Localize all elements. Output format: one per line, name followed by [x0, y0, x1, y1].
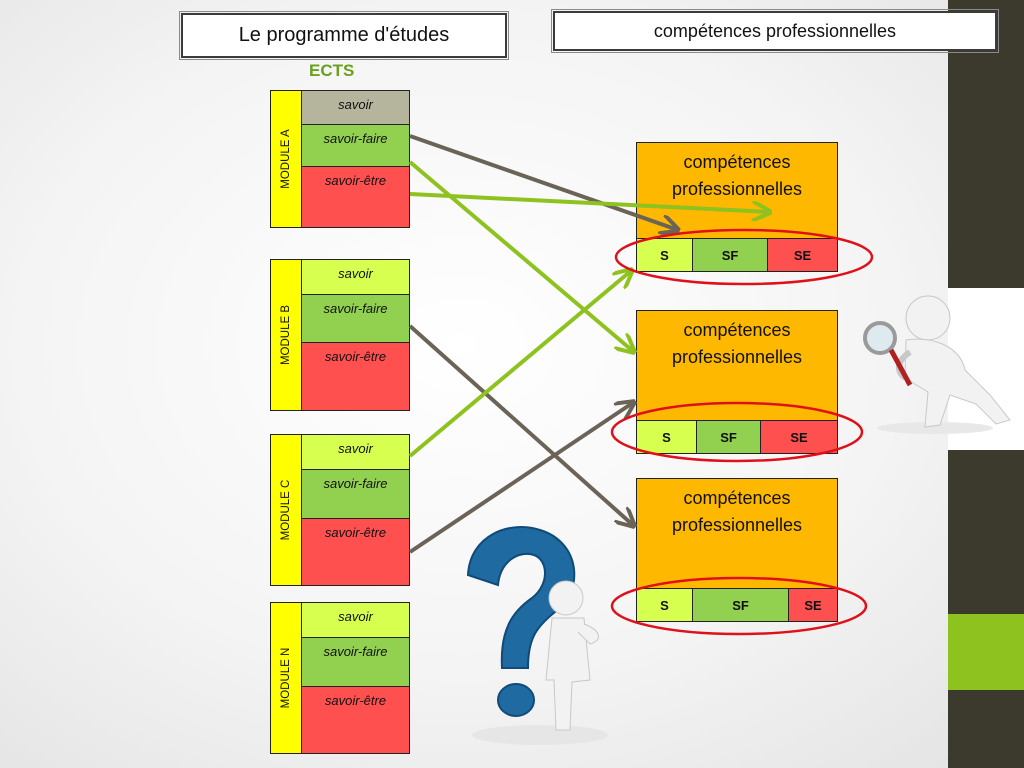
competence-3-line2: professionnelles — [671, 515, 803, 535]
question-mark-figure-illustration — [466, 526, 608, 745]
competences-title-box: compétences professionnelles — [551, 9, 999, 53]
competence-2-line1: compétences — [683, 320, 791, 340]
module-b-savoir: savoir — [302, 260, 409, 295]
ects-label: ECTS — [309, 61, 355, 80]
program-title-box: Le programme d'études — [179, 11, 509, 60]
arrow-b-savoir-faire-to-comp-3 — [408, 324, 634, 526]
arrow-c-savoir-to-comp-1 — [408, 270, 632, 458]
module-b-savoir-faire: savoir-faire — [302, 295, 409, 343]
module-b-savoir-etre: savoir-être — [302, 343, 409, 410]
competence-2-s: S — [637, 421, 697, 453]
module-a: MODULE A savoir savoir-faire savoir-être — [270, 90, 410, 228]
sidebar-green-block — [948, 614, 1024, 690]
module-a-savoir-faire: savoir-faire — [302, 125, 409, 167]
competence-3-row: S SF SE — [637, 588, 837, 621]
competence-2-row: S SF SE — [637, 420, 837, 453]
competence-2-line2: professionnelles — [671, 347, 803, 367]
module-b-side: MODULE B — [271, 260, 302, 410]
arrow-c-savoir-etre-to-comp-2 — [408, 402, 634, 554]
competence-1-sf: SF — [693, 239, 768, 271]
competence-1-se: SE — [768, 239, 837, 271]
module-a-savoir-etre: savoir-être — [302, 167, 409, 227]
arrow-a-savoir-faire-to-comp-2 — [408, 160, 634, 352]
arrow-a-savoir-etre-to-comp-1 — [409, 192, 770, 212]
module-a-savoir: savoir — [302, 91, 409, 125]
module-n-savoir-etre: savoir-être — [302, 687, 409, 753]
competence-2-se: SE — [761, 421, 837, 453]
competence-3-se: SE — [789, 589, 837, 621]
module-c-side: MODULE C — [271, 435, 302, 585]
module-n: MODULE N savoir savoir-faire savoir-être — [270, 602, 410, 754]
module-c-savoir-etre: savoir-être — [302, 519, 409, 585]
competence-1-s: S — [637, 239, 693, 271]
competences-title: compétences professionnelles — [653, 20, 897, 41]
program-title: Le programme d'études — [238, 24, 450, 46]
module-a-side: MODULE A — [271, 91, 302, 227]
competence-1-line2: professionnelles — [671, 179, 803, 199]
arrow-a-savoir-faire-to-comp-1 — [409, 134, 678, 230]
competence-3-s: S — [637, 589, 693, 621]
module-n-side: MODULE N — [271, 603, 302, 753]
competence-1-row: S SF SE — [637, 238, 837, 271]
competence-2-sf: SF — [697, 421, 761, 453]
module-c-savoir: savoir — [302, 435, 409, 470]
highlight-ellipse-2 — [610, 401, 864, 463]
module-c: MODULE C savoir savoir-faire savoir-être — [270, 434, 410, 586]
module-n-savoir: savoir — [302, 603, 409, 638]
competence-3-sf: SF — [693, 589, 789, 621]
highlight-ellipse-3 — [610, 576, 868, 636]
competence-box-3: compétences professionnelles S SF SE — [636, 478, 838, 622]
magnifier-figure-illustration — [863, 295, 1011, 434]
module-b: MODULE B savoir savoir-faire savoir-être — [270, 259, 410, 411]
competence-1-line1: compétences — [683, 152, 791, 172]
competence-box-2: compétences professionnelles S SF SE — [636, 310, 838, 454]
module-c-savoir-faire: savoir-faire — [302, 470, 409, 519]
competence-3-line1: compétences — [683, 488, 791, 508]
module-n-savoir-faire: savoir-faire — [302, 638, 409, 687]
highlight-ellipse-1 — [614, 228, 874, 286]
